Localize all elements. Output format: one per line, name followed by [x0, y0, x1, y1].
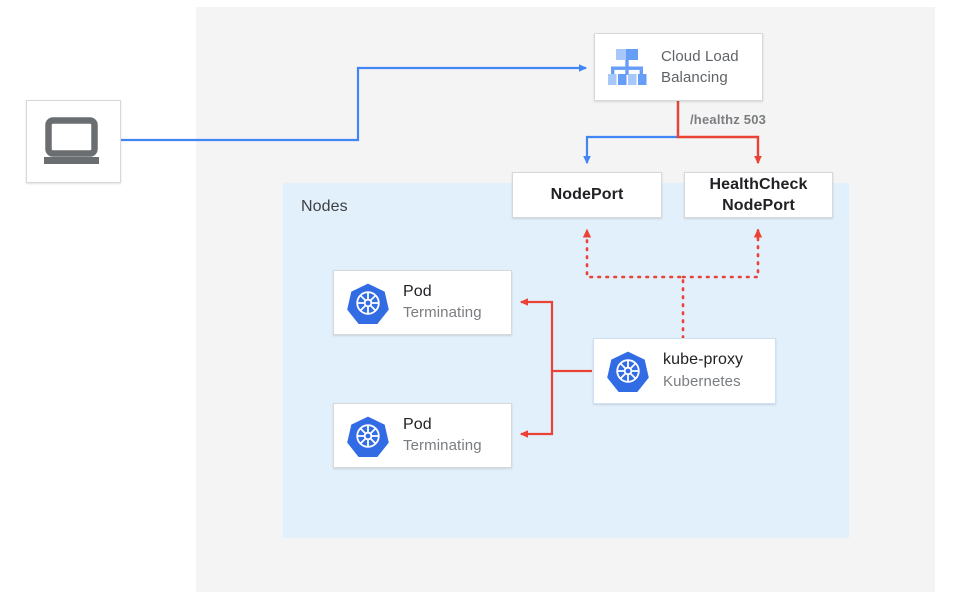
kubernetes-icon [347, 282, 389, 324]
cloud-load-balancing-label: Cloud Load Balancing [661, 46, 739, 89]
nodes-region-label: Nodes [301, 198, 348, 215]
cloud-load-balancing-label-line2: Balancing [661, 69, 728, 86]
kube-proxy-node[interactable]: kube-proxy Kubernetes [593, 338, 776, 404]
nodeport-label: NodePort [550, 186, 624, 204]
healthcheck-nodeport-label-line2: NodePort [722, 197, 795, 214]
pod-2-name: Pod [403, 415, 432, 433]
pod-node-2[interactable]: Pod Terminating [333, 403, 512, 468]
client-laptop-node[interactable] [26, 100, 121, 183]
kube-proxy-name: kube-proxy [663, 351, 744, 369]
laptop-icon [43, 116, 105, 167]
kube-proxy-text: kube-proxy Kubernetes [663, 350, 743, 391]
healthcheck-nodeport-label-line1: HealthCheck [709, 175, 808, 193]
kubernetes-icon [347, 415, 389, 457]
cloud-load-balancing-label-line1: Cloud Load [661, 47, 739, 65]
nodeport-node[interactable]: NodePort [512, 172, 662, 218]
pod-1-text: Pod Terminating [403, 282, 482, 323]
pod-2-status: Terminating [403, 437, 482, 455]
kubernetes-icon [607, 350, 649, 393]
pod-2-text: Pod Terminating [403, 415, 482, 456]
pod-1-status: Terminating [403, 304, 482, 322]
cloud-load-balancing-node[interactable]: Cloud Load Balancing [594, 33, 763, 101]
kube-proxy-subtitle: Kubernetes [663, 372, 741, 390]
cloud-load-balancing-icon [605, 47, 649, 87]
healthcheck-nodeport-label: HealthCheck NodePort [709, 174, 807, 216]
healthcheck-nodeport-node[interactable]: HealthCheck NodePort [684, 172, 833, 218]
healthz-edge-label: /healthz 503 [690, 112, 767, 127]
pod-1-name: Pod [403, 282, 432, 300]
pod-node-1[interactable]: Pod Terminating [333, 270, 512, 335]
